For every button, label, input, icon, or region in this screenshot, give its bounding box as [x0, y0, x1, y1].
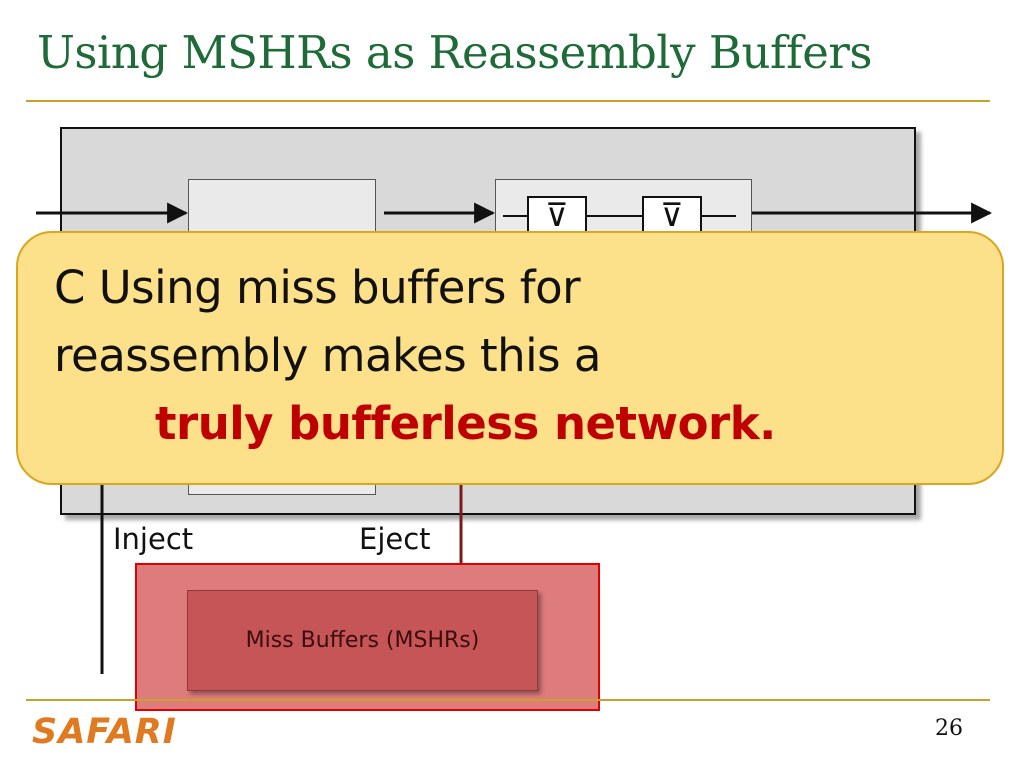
inject-label: Inject [113, 522, 194, 556]
title-divider [26, 100, 990, 102]
mshr-label: Miss Buffers (MSHRs) [245, 628, 480, 653]
eject-label: Eject [359, 522, 431, 556]
callout-line-2: reassembly makes this a [54, 329, 601, 382]
slide-title: Using MSHRs as Reassembly Buffers [37, 26, 873, 79]
footer-divider [26, 699, 990, 701]
callout-box [16, 231, 1004, 485]
callout-line-1: C Using miss buffers for [54, 261, 581, 314]
mshr-box: Miss Buffers (MSHRs) [187, 590, 538, 691]
page-number: 26 [935, 716, 963, 741]
callout-emphasis: truly bufferless network. [155, 397, 776, 450]
safari-logo: SAFARI [32, 712, 177, 752]
